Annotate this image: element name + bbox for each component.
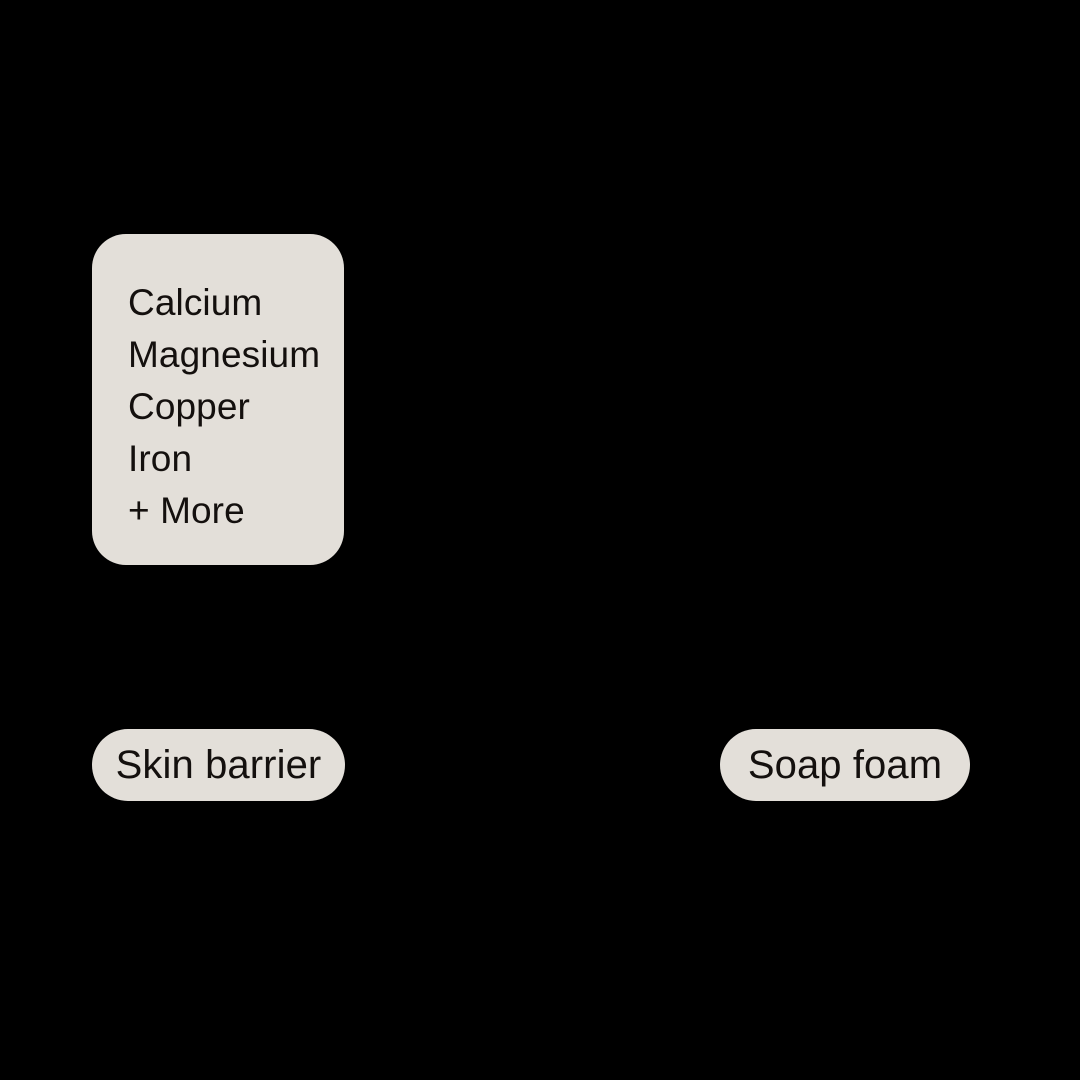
- mineral-list-item-more: + More: [128, 490, 245, 531]
- pill-skin-barrier-label: Skin barrier: [115, 743, 322, 787]
- mineral-list-item: Iron: [128, 438, 193, 479]
- pill-soap-foam-label: Soap foam: [747, 743, 943, 787]
- mineral-list-card: Calcium Magnesium Copper Iron + More: [92, 234, 344, 565]
- mineral-list-item: Copper: [128, 386, 250, 427]
- mineral-list-item: Magnesium: [128, 334, 321, 375]
- mineral-list-item: Calcium: [128, 282, 263, 323]
- pill-skin-barrier: Skin barrier: [92, 729, 345, 801]
- pill-soap-foam: Soap foam: [720, 729, 970, 801]
